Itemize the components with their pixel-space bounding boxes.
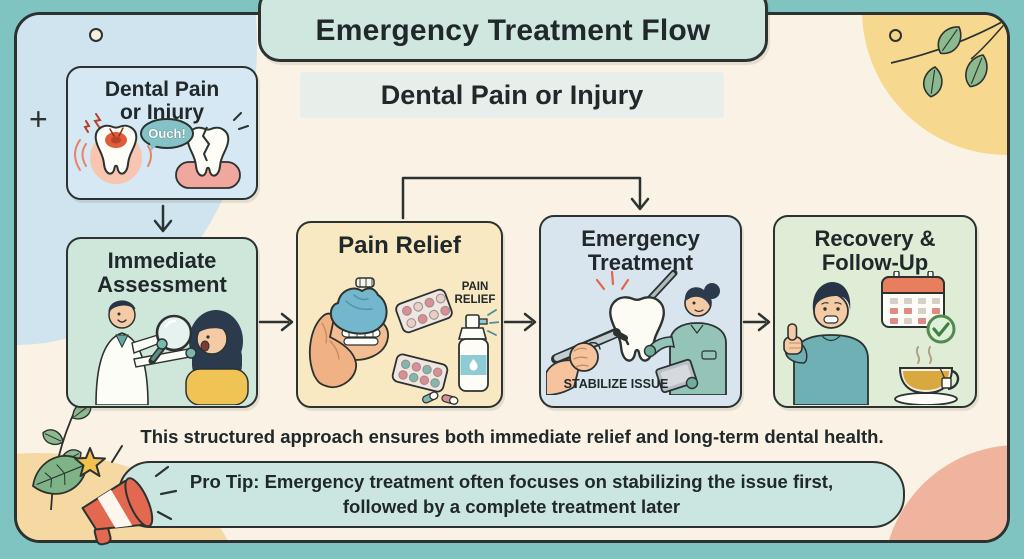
aching-tooth xyxy=(94,124,138,175)
hand-holding-drill xyxy=(546,341,601,395)
box-title: Recovery & Follow-Up xyxy=(814,226,936,276)
ouch-speech-bubble: Ouch! xyxy=(140,118,194,149)
flow-box-emergency-treatment: Emergency Treatment STABILIZE ISSUE xyxy=(539,215,742,408)
sound-lines xyxy=(154,465,178,521)
pain-relief-illustration xyxy=(308,277,499,405)
page-title-box: Emergency Treatment Flow xyxy=(258,0,768,62)
hand-with-ice-pack xyxy=(308,277,389,389)
flow-box-immediate-assessment: Immediate Assessment xyxy=(66,237,258,408)
box-title: Immediate Assessment xyxy=(97,248,227,298)
pain-spark-icon xyxy=(83,120,91,133)
stabilize-issue-label: STABILIZE ISSUE xyxy=(563,377,669,391)
box-title: Emergency Treatment xyxy=(581,226,700,276)
pill-blister-pack-icon xyxy=(391,353,449,393)
happy-patient-thumbs-up xyxy=(783,282,869,405)
pro-tip-label: Pro Tip: xyxy=(189,470,260,492)
calendar-icon xyxy=(881,271,956,344)
megaphone-with-star-icon xyxy=(74,445,178,546)
glove xyxy=(685,376,699,390)
dentist-examining-patient-illustration xyxy=(95,300,249,405)
glove xyxy=(156,338,168,350)
page-title: Emergency Treatment Flow xyxy=(315,14,711,47)
droplet-icon xyxy=(469,359,478,371)
teeth-illustration xyxy=(74,112,249,189)
pain-spark-icon xyxy=(595,270,630,291)
flow-box-recovery-follow-up: Recovery & Follow-Up xyxy=(773,215,977,408)
magnifying-glass-icon xyxy=(148,314,193,365)
pro-tip-banner: Pro Tip: Emergency treatment often focus… xyxy=(118,461,905,528)
ice-pack-icon xyxy=(330,287,388,335)
summary-text: This structured approach ensures both im… xyxy=(140,426,884,447)
impact-marks xyxy=(233,112,249,130)
plus-icon: + xyxy=(29,101,48,137)
circle-dot-icon xyxy=(889,29,902,42)
capsule-pills-icon xyxy=(422,391,459,405)
box-title: Pain Relief xyxy=(338,232,461,259)
dental-assistant xyxy=(643,283,727,395)
dental-treatment-illustration xyxy=(546,269,727,395)
pain-relief-label: PAIN RELIEF xyxy=(454,281,496,307)
circle-dot-icon xyxy=(89,28,103,42)
cracked-tooth xyxy=(186,126,230,177)
star-icon xyxy=(74,447,106,477)
subtitle: Dental Pain or Injury xyxy=(380,79,644,110)
herbal-tea-icon xyxy=(894,346,960,405)
pain-spark-icon xyxy=(93,113,102,128)
spray-bottle-icon xyxy=(457,309,499,392)
leaves-top-right-icon xyxy=(890,18,1007,98)
pill-blister-pack-icon xyxy=(395,288,453,334)
dentist xyxy=(95,300,197,405)
flow-box-dental-pain-or-injury: Dental Pain or Injury Ouch! xyxy=(66,66,258,200)
box-title: Dental Pain or Injury xyxy=(104,78,220,125)
flow-box-pain-relief: Pain Relief PAIN RELIEF xyxy=(296,221,503,408)
checkmark-icon xyxy=(926,314,956,344)
recovery-illustration xyxy=(783,271,960,405)
pro-tip-text: Pro Tip: Emergency treatment often focus… xyxy=(189,470,834,517)
subtitle-strip: Dental Pain or Injury xyxy=(300,72,724,118)
teabag-tag xyxy=(941,377,952,389)
glove xyxy=(643,344,657,358)
patient xyxy=(185,310,249,405)
glove xyxy=(185,347,197,359)
